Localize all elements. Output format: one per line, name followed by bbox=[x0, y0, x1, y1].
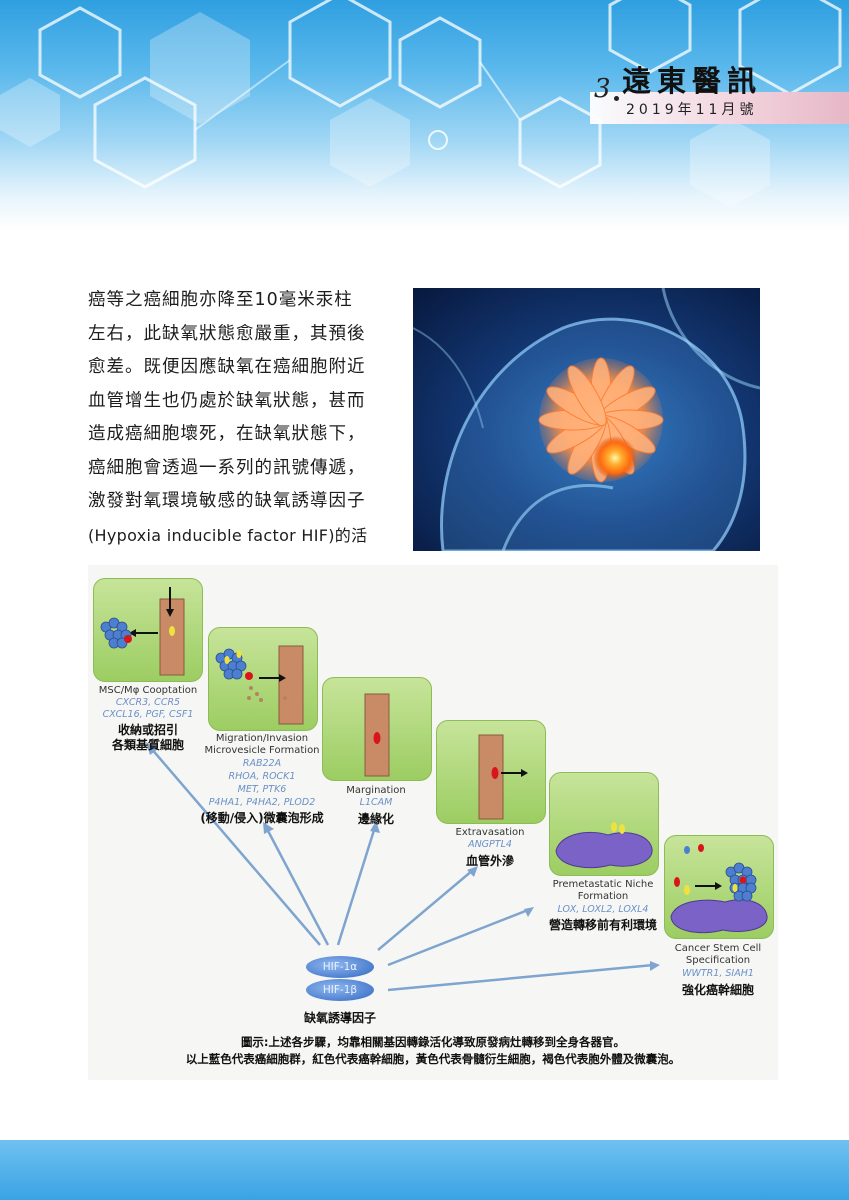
figure-caption-line: 圖示:上述各步驟，均靠相關基因轉錄活化導致原發病灶轉移到全身各器官。 bbox=[240, 1035, 626, 1049]
hif-zh-label: 缺氧誘導因子 bbox=[303, 1011, 376, 1025]
page-number: 3 bbox=[594, 74, 611, 104]
step2-genes: RHOA, ROCK1 bbox=[228, 771, 296, 782]
step2-zh: (移動/侵入)微囊泡形成 bbox=[200, 811, 324, 825]
title-dot bbox=[614, 96, 619, 101]
margination-icon bbox=[364, 693, 390, 777]
step4-zh: 血管外滲 bbox=[465, 854, 514, 868]
article-line: 造成癌細胞壞死，在缺氧狀態下， bbox=[88, 424, 366, 444]
step3-genes: L1CAM bbox=[359, 797, 393, 808]
panel-cooptation bbox=[93, 578, 203, 682]
step6-zh: 強化癌幹細胞 bbox=[681, 983, 754, 997]
step1-genes: CXCL16, PGF, CSF1 bbox=[102, 709, 194, 720]
step6-genes: WWTR1, SIAH1 bbox=[682, 968, 754, 979]
step3-zh: 邊緣化 bbox=[357, 812, 394, 826]
figure-caption-line: 以上藍色代表癌細胞群，紅色代表癌幹細胞，黃色代表骨髓衍生細胞，褐色代表胞外體及微… bbox=[185, 1052, 681, 1066]
step4-genes: ANGPTL4 bbox=[468, 839, 512, 850]
page-footer-band bbox=[0, 1140, 849, 1200]
step6-caption: Specification bbox=[685, 955, 751, 966]
article-line: 左右，此缺氧狀態愈嚴重，其預後 bbox=[88, 323, 366, 344]
page-header-banner: 3 遠東醫訊 2019年11月號 bbox=[0, 0, 849, 230]
article-line: 癌等之癌細胞亦降至10毫米汞柱 bbox=[88, 290, 353, 310]
masthead-band bbox=[590, 92, 849, 124]
step1-zh: 收納或招引 bbox=[117, 723, 178, 737]
step5-caption: Premetastatic Niche bbox=[552, 879, 654, 890]
panel-margination bbox=[322, 677, 432, 781]
step6-caption: Cancer Stem Cell bbox=[674, 943, 762, 954]
step2-caption: Migration/Invasion bbox=[215, 733, 309, 744]
hif-1-alpha-badge: HIF-1α bbox=[306, 956, 374, 978]
step2-genes: P4HA1, P4HA2, PLOD2 bbox=[208, 797, 316, 808]
step5-zh: 營造轉移前有利環境 bbox=[548, 918, 657, 932]
step4-caption: Extravasation bbox=[455, 827, 525, 838]
step2-genes: MET, PTK6 bbox=[237, 784, 287, 795]
panel-cancer-stem-cell bbox=[664, 835, 774, 939]
migration-icon bbox=[215, 645, 304, 725]
article-line: 血管增生也仍處於缺氧狀態，甚而 bbox=[88, 390, 366, 411]
step5-caption: Formation bbox=[577, 891, 629, 902]
article-line: (Hypoxia inducible factor HIF)的活 bbox=[88, 525, 368, 545]
step1-zh: 各類基質細胞 bbox=[111, 738, 184, 752]
journal-title: 遠東醫訊 bbox=[622, 64, 763, 98]
panel-premetastatic-niche bbox=[549, 772, 659, 876]
step1-caption: MSC/Mφ Cooptation bbox=[98, 685, 198, 696]
step1-genes: CXCR3, CCR5 bbox=[115, 697, 181, 708]
niche-icon bbox=[555, 822, 653, 869]
step2-genes: RAB22A bbox=[242, 758, 282, 769]
hif-1-beta-badge: HIF-1β bbox=[306, 979, 374, 1001]
issue-date: 2019年11月號 bbox=[626, 102, 758, 118]
panel-migration bbox=[208, 627, 318, 731]
journal-masthead: 3 遠東醫訊 2019年11月號 bbox=[590, 52, 849, 128]
stem-cell-icon bbox=[670, 844, 768, 934]
cooptation-icon bbox=[100, 587, 185, 676]
figure-arrows bbox=[146, 742, 660, 992]
step2-caption: Microvesicle Formation bbox=[204, 745, 320, 756]
step3-caption: Margination bbox=[346, 785, 406, 796]
hexagon-pattern bbox=[0, 0, 842, 207]
article-line: 激發對氧環境敏感的缺氧誘導因子 bbox=[88, 491, 366, 511]
tumor-image bbox=[413, 288, 760, 551]
hif-metastasis-figure: MSC/Mφ Cooptation CXCR3, CCR5 CXCL16, PG… bbox=[88, 565, 778, 1080]
extravasation-icon bbox=[478, 734, 528, 820]
article-body: 癌等之癌細胞亦降至10毫米汞柱 左右，此缺氧狀態愈嚴重，其預後 愈差。既便因應缺… bbox=[88, 284, 388, 552]
article-line: 愈差。既便因應缺氧在癌細胞附近 bbox=[88, 357, 366, 377]
step5-genes: LOX, LOXL2, LOXL4 bbox=[557, 904, 649, 915]
article-line: 癌細胞會透過一系列的訊號傳遞， bbox=[88, 457, 366, 478]
panel-extravasation bbox=[436, 720, 546, 824]
breast-tumor-illustration bbox=[413, 288, 760, 551]
